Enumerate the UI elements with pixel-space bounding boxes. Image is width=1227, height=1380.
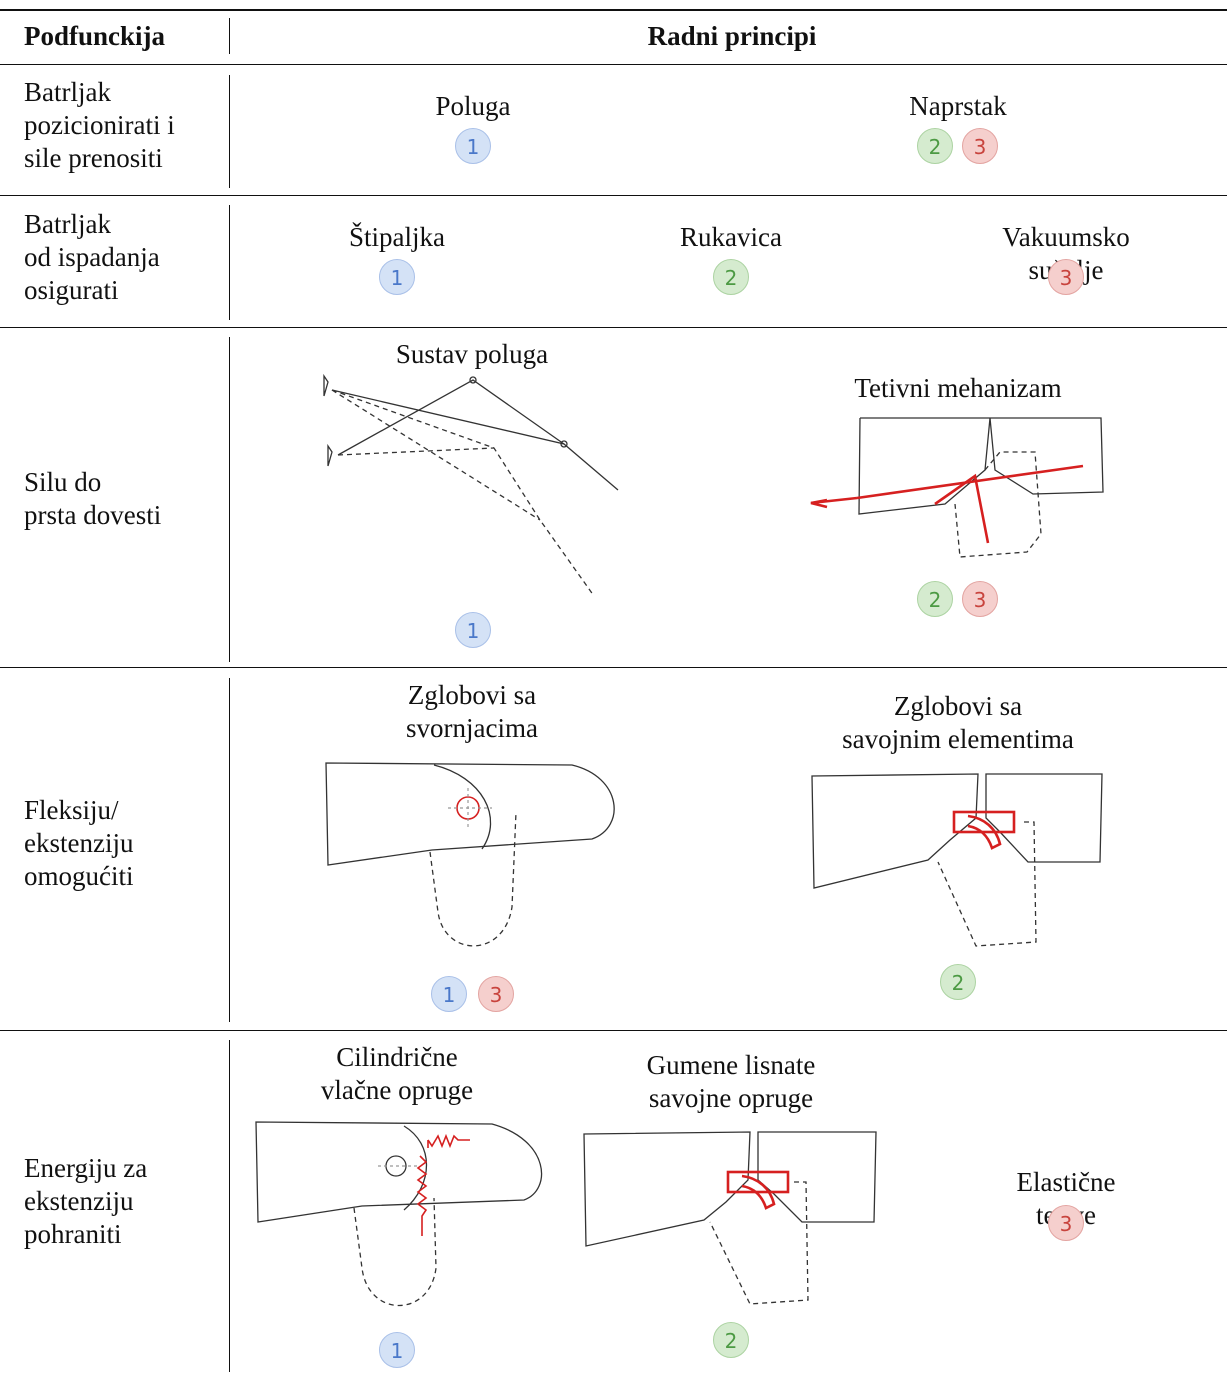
row-divider <box>0 1030 1227 1031</box>
variant-badge-3: 3 <box>478 976 514 1012</box>
column-separator <box>229 678 231 1022</box>
principle-label: Cilindrične vlačne opruge <box>320 1042 474 1105</box>
subfunction-cell: Fleksiju/ ekstenziju omogućiti <box>24 795 134 891</box>
lever-system-sketch <box>323 373 619 597</box>
variant-badge-3: 3 <box>1048 259 1084 295</box>
row-divider <box>0 327 1227 328</box>
principle-label: Zglobovi sa savojnim elementima <box>842 691 1074 754</box>
variant-badge-1: 1 <box>431 976 467 1012</box>
tendon-mechanism-sketch <box>810 417 1104 558</box>
principle-label: Rukavica <box>680 222 782 252</box>
subfunction-cell: Batrljak od ispadanja osigurati <box>24 209 160 305</box>
variant-badge-3: 3 <box>962 581 998 617</box>
principle-label: Gumene lisnate savojne opruge <box>646 1050 816 1113</box>
variant-badge-2: 2 <box>940 964 976 1000</box>
variant-badge-1: 1 <box>455 128 491 164</box>
pin-joint-sketch <box>325 762 615 947</box>
variant-badge-3: 3 <box>962 128 998 164</box>
principle-label: Tetivni mehanizam <box>854 373 1062 403</box>
subfunction-cell: Batrljak pozicionirati i sile prenositi <box>24 77 175 173</box>
column-separator <box>229 205 231 320</box>
variant-badge-1: 1 <box>379 1332 415 1368</box>
principle-label: Poluga <box>435 91 511 121</box>
principle-label: Štipaljka <box>349 222 445 252</box>
column-separator <box>229 337 231 662</box>
variant-badge-2: 2 <box>917 128 953 164</box>
row-divider <box>0 195 1227 196</box>
variant-badge-3: 3 <box>1048 1205 1084 1241</box>
variant-badge-1: 1 <box>379 259 415 295</box>
tension-spring-sketch <box>255 1121 543 1306</box>
table-top-rule <box>0 9 1227 11</box>
principle-label: Naprstak <box>909 91 1007 121</box>
flexure-joint-sketch <box>811 773 1103 947</box>
column-separator <box>229 1040 231 1372</box>
variant-badge-2: 2 <box>917 581 953 617</box>
rubber-leaf-spring-sketch <box>583 1131 877 1305</box>
principle-label: Sustav poluga <box>395 339 549 369</box>
variant-badge-1: 1 <box>455 612 491 648</box>
subfunction-cell: Energiju za ekstenziju pohraniti <box>24 1153 148 1249</box>
header-subfunction: Podfunckija <box>24 21 166 51</box>
variant-badge-2: 2 <box>713 1322 749 1358</box>
header-working-principles: Radni principi <box>647 21 817 51</box>
header-bottom-rule <box>0 64 1227 66</box>
subfunction-cell: Silu do prsta dovesti <box>24 467 162 530</box>
row-divider <box>0 667 1227 668</box>
principle-label: Zglobovi sa svornjacima <box>406 680 538 743</box>
variant-badge-2: 2 <box>713 259 749 295</box>
column-separator <box>229 75 231 188</box>
column-separator <box>229 18 231 54</box>
